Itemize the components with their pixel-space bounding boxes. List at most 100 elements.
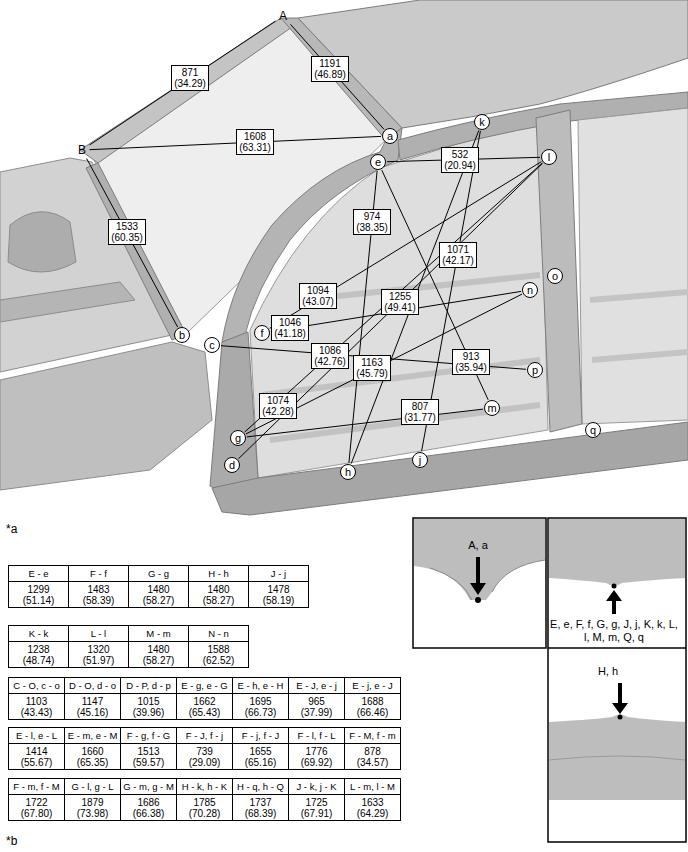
table-header: H - q, h - Q [237, 782, 284, 792]
table-value: 1483 (58.39) [83, 584, 115, 606]
point-letter-text: n [527, 285, 533, 296]
dimension-line [90, 21, 276, 145]
table-header-cell: L - l [68, 625, 129, 642]
table-value-cell: 965 (37.99) [288, 693, 345, 720]
table-value-cell: 1299 (51.14) [8, 581, 69, 608]
table-value: 1103 (43.43) [21, 696, 53, 718]
table-header-cell: E - j, e - J [344, 677, 401, 694]
table-value: 1776 (69.92) [301, 746, 333, 768]
point-circle: h [340, 464, 356, 480]
table-header: H - k, h - K [182, 782, 227, 792]
table-value: 1725 (67.91) [301, 797, 333, 819]
table-value-cell: 1015 (39.96) [120, 693, 177, 720]
point-letter-text: m [487, 403, 496, 414]
dimension-value: 1086 (42.76) [314, 345, 346, 367]
table-header: G - m, g - M [123, 782, 174, 792]
point-letter-text: q [590, 425, 596, 436]
table-header-cell: K - k [8, 625, 69, 642]
table-value-cell: 1480 (58.27) [188, 581, 249, 608]
table-value-cell: 1147 (45.16) [64, 693, 121, 720]
dimension-line [351, 130, 479, 463]
table-header-cell: J - j [248, 565, 309, 582]
table-header-cell: H - k, h - K [176, 778, 233, 795]
table-header-cell: H - q, h - Q [232, 778, 289, 795]
point-circle: g [230, 430, 246, 446]
table-value-cell: 1483 (58.39) [68, 581, 129, 608]
dimension-box: 1046 (41.18) [271, 315, 309, 341]
table-header-cell: G - g [128, 565, 189, 582]
table-header: F - j, f - J [242, 731, 279, 741]
table-header: F - M, f - m [349, 731, 395, 741]
table-value: 965 (37.99) [301, 696, 333, 718]
table-value-cell: 878 (34.57) [344, 743, 401, 770]
table-value-cell: 1785 (70.28) [176, 794, 233, 821]
note-mark: *a [6, 522, 17, 536]
point-letter-text: p [532, 365, 538, 376]
cowl [86, 163, 186, 340]
point-circle: c [204, 337, 220, 353]
table-value-cell: 1480 (58.27) [128, 581, 189, 608]
inset-point [475, 597, 481, 603]
table-header: N - n [208, 629, 229, 639]
table-header-cell: D - O, d - o [64, 677, 121, 694]
table-value: 1480 (58.27) [143, 644, 175, 666]
table-header: E - j, e - J [352, 681, 393, 691]
table-value: 1695 (66.73) [245, 696, 277, 718]
rocker-sill [212, 422, 688, 515]
table-header-cell: F - J, f - j [176, 727, 233, 744]
far-a-pillar [80, 18, 292, 163]
table-value: 1655 (65.16) [245, 746, 277, 768]
table-value: 1414 (55.67) [21, 746, 53, 768]
dimension-line [245, 163, 543, 432]
table-value: 1722 (67.80) [21, 797, 53, 819]
dimension-value: 1533 (60.35) [111, 221, 143, 243]
table-value: 1299 (51.14) [23, 584, 55, 606]
point-circle: l [541, 149, 557, 165]
point-letter-text: g [235, 433, 241, 444]
inset-arrow [612, 598, 616, 614]
table-header-cell: G - m, g - M [120, 778, 177, 795]
suspension-tower [8, 212, 76, 272]
table-value-cell: 1695 (66.73) [232, 693, 289, 720]
floor-rib [262, 360, 540, 395]
inset-frame [548, 518, 686, 842]
table-header: D - O, d - o [69, 681, 116, 691]
table-value: 1513 (59.57) [133, 746, 165, 768]
front-side-member [0, 342, 212, 490]
point-circle: b [174, 327, 190, 343]
table-value: 739 (29.09) [189, 746, 221, 768]
point-circle: q [585, 422, 601, 438]
table-value: 1478 (58.19) [263, 584, 295, 606]
point-letter-text: o [552, 271, 558, 282]
table-header-cell: E - m, e - M [64, 727, 121, 744]
table-header-cell: F - g, f - G [120, 727, 177, 744]
table-value: 1480 (58.27) [143, 584, 175, 606]
table-header-cell: D - P, d - p [120, 677, 177, 694]
point-letter: A [278, 10, 289, 23]
table-value-cell: 1776 (69.92) [288, 743, 345, 770]
rear-floor-rib [592, 352, 688, 360]
table-value-cell: 1480 (58.27) [128, 641, 189, 668]
dimension-box: 1191 (46.89) [311, 56, 349, 82]
dimension-box: 1255 (49.41) [381, 289, 419, 315]
table-value-cell: 1633 (64.29) [344, 794, 401, 821]
point-circle: f [254, 325, 270, 341]
table-header: F - m, f - M [13, 782, 59, 792]
dimension-box: 1074 (42.28) [259, 393, 297, 419]
table-value-cell: 1238 (48.74) [8, 641, 69, 668]
rear-floor-rib [590, 292, 688, 300]
table-header-cell: H - h [188, 565, 249, 582]
dimension-value: 1255 (49.41) [384, 291, 416, 313]
table-value: 1238 (48.74) [23, 644, 55, 666]
point-letter-text: e [375, 157, 381, 168]
point-circle: j [412, 452, 428, 468]
table-header-cell: E - g, e - G [176, 677, 233, 694]
table-header-cell: J - k, j - K [288, 778, 345, 795]
inset-pillar-edge [430, 560, 545, 600]
point-circle: k [474, 114, 490, 130]
table-header-cell: F - M, f - m [344, 727, 401, 744]
table-header-cell: F - l, f - L [288, 727, 345, 744]
table-value: 1879 (73.98) [77, 797, 109, 819]
door-opening-floor [250, 118, 548, 478]
table-value: 1147 (45.16) [77, 696, 109, 718]
